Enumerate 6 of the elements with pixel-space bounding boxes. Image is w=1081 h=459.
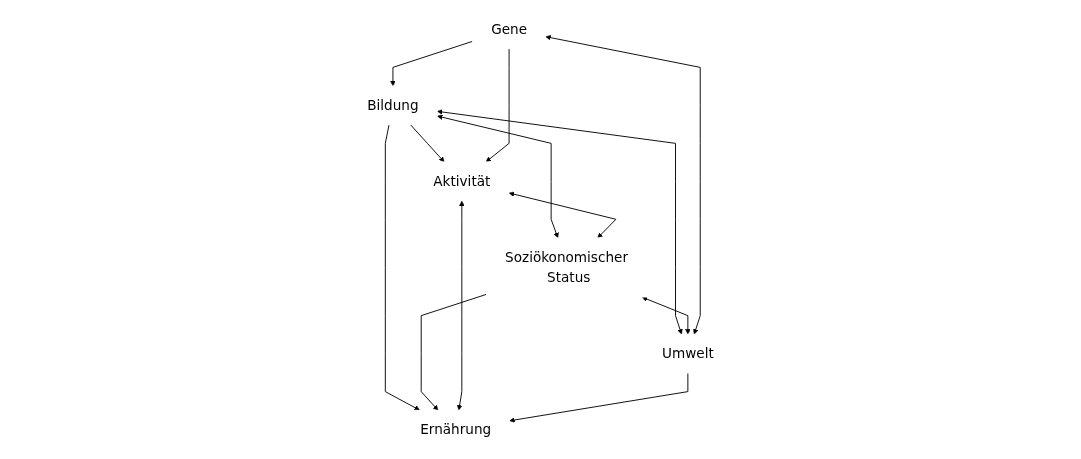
node-text: Aktivität <box>433 173 491 190</box>
node-text: Gene <box>491 21 528 38</box>
node-text: Ernährung <box>420 421 492 438</box>
node-text: Bildung <box>367 97 419 114</box>
node-text: Umwelt <box>661 345 714 362</box>
node-text: Soziökonomischer Status <box>505 249 628 286</box>
